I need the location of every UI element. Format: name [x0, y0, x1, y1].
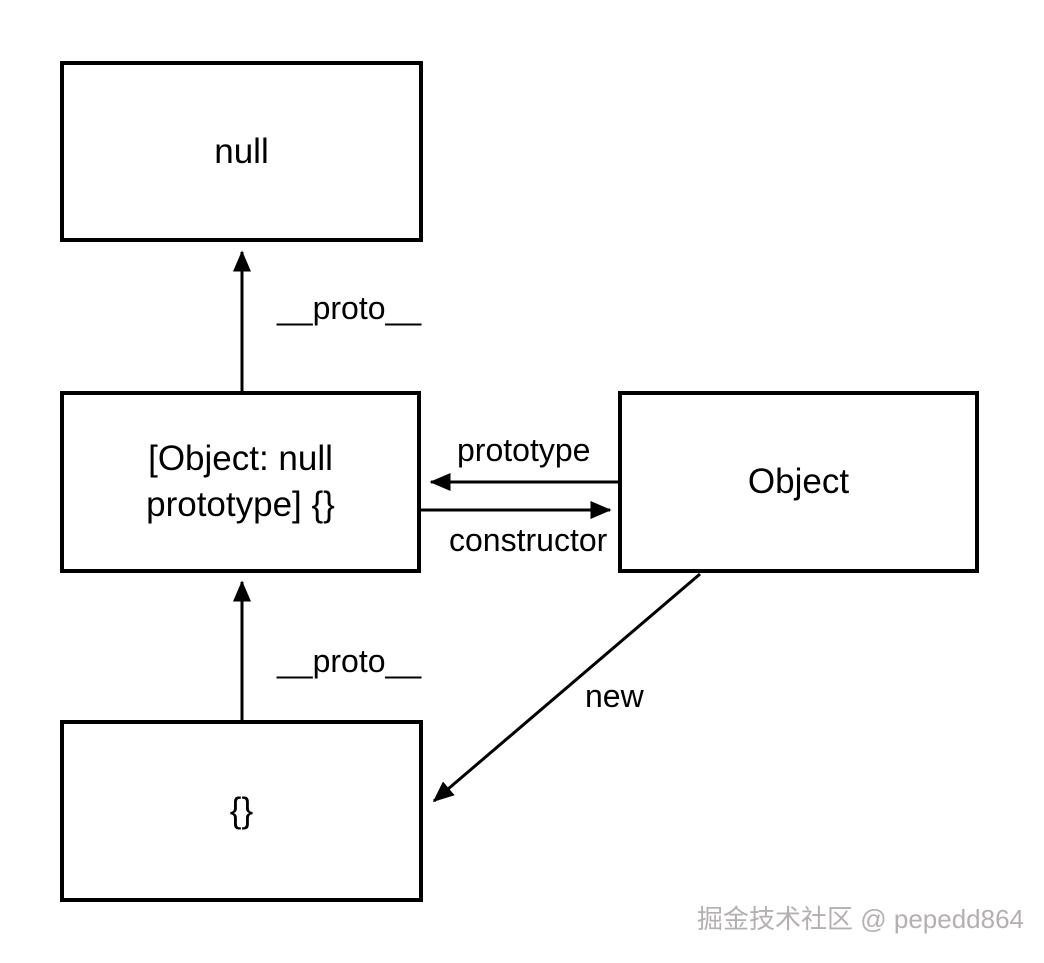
object-box-label: Object: [747, 462, 850, 501]
proto-label-bottom: __proto__: [277, 643, 422, 679]
new-label: new: [585, 678, 644, 714]
object-null-prototype-box-label: [Object: null prototype] {}: [146, 439, 335, 524]
proto-label-top: __proto__: [277, 290, 422, 326]
object-box: Object: [618, 391, 979, 573]
object-null-prototype-box: [Object: null prototype] {}: [60, 391, 421, 573]
constructor-label: constructor: [449, 522, 608, 558]
null-box-label: null: [214, 131, 269, 171]
prototype-label: prototype: [457, 432, 591, 468]
empty-object-box: {}: [60, 720, 423, 902]
new-arrow: [432, 572, 701, 803]
null-box: null: [60, 61, 423, 242]
empty-object-box-label: {}: [229, 791, 254, 830]
watermark: 掘金技术社区 @ pepedd864: [697, 904, 1024, 934]
